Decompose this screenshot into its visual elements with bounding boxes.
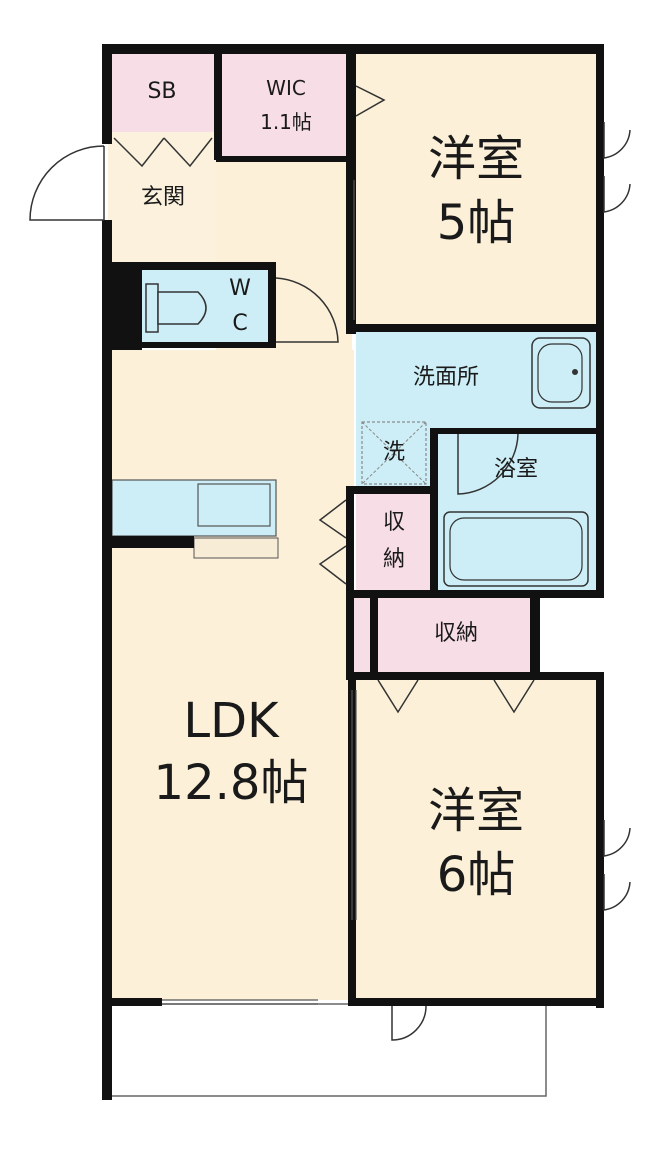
washer-pan [361, 421, 427, 485]
label-sentakuki: 洗 [382, 440, 405, 465]
sb-door-1 [113, 137, 165, 168]
wall-right-top [596, 44, 604, 594]
label-western-5: 洋室 [427, 131, 524, 187]
label-wic-area: 1.1帖 [260, 110, 312, 134]
wall-kitchen-stub [108, 536, 194, 548]
wall-sb-right [214, 52, 222, 160]
balcony-door [391, 1005, 427, 1041]
wic-door [355, 85, 386, 117]
sb-door-2 [163, 137, 213, 168]
label-ldk: LDK [183, 693, 279, 749]
wall-right-bottom [596, 674, 604, 1008]
balcony [107, 1003, 547, 1097]
western5-window-2 [603, 176, 631, 213]
kitchen-base [193, 537, 279, 559]
room-ldk [108, 350, 354, 1000]
wall-wc-left [108, 262, 142, 350]
shuno-door-1 [318, 499, 347, 539]
wall-bottom-left [102, 998, 162, 1006]
wash-basin-bowl [537, 343, 583, 403]
label-wc-c: C [232, 311, 248, 336]
bath-door [457, 433, 519, 495]
washer-area [356, 430, 432, 488]
wall-wc-top [112, 262, 276, 270]
label-genkan: 玄関 [140, 185, 185, 210]
label-shuno-wide: 収納 [433, 621, 478, 646]
room-western-6 [356, 678, 600, 1000]
label-yokushitsu: 浴室 [493, 457, 538, 482]
toilet-tank [145, 283, 159, 333]
label-wic: WIC [266, 76, 306, 100]
wall-shuno-right [530, 594, 540, 678]
label-shuno-small-bottom: 納 [382, 547, 405, 572]
wc-door [275, 277, 339, 343]
wall-western6-top [348, 672, 604, 680]
kitchen-counter [111, 479, 277, 537]
wall-wic-right [346, 44, 356, 334]
toilet-bowl [157, 291, 207, 325]
wall-bath-inner [436, 428, 604, 434]
room-shuno-small [356, 494, 432, 590]
wall-wash-mid [350, 486, 436, 494]
label-western-6-area: 6帖 [436, 847, 516, 903]
bathtub-inner [449, 517, 583, 581]
western6-window-2 [603, 874, 631, 911]
entrance-door [29, 145, 105, 221]
wall-wash-right [430, 428, 438, 592]
label-sb: SB [147, 79, 177, 104]
label-shuno-small-top: 収 [382, 510, 405, 535]
wall-bottom-right [348, 998, 604, 1006]
wall-left [102, 44, 112, 144]
wall-bath-top [350, 324, 604, 332]
kitchen-sink [197, 483, 271, 527]
wall-wic-bottom [216, 156, 354, 162]
label-western-6: 洋室 [427, 783, 524, 839]
wall-left-low [102, 220, 112, 1100]
bathtub [443, 511, 589, 587]
western6-closet-door-1 [377, 679, 419, 714]
label-ldk-area: 12.8帖 [153, 755, 309, 811]
basin-drain [572, 369, 578, 375]
wall-bath-bottom [350, 590, 604, 598]
label-wc-w: W [229, 276, 251, 301]
western5-window-1 [603, 122, 631, 159]
wall-wc-bottom [140, 342, 276, 348]
room-sb [108, 52, 216, 132]
room-shuno-wide [376, 598, 536, 674]
western6-window-1 [603, 820, 631, 857]
label-senmenjo: 洗面所 [412, 365, 479, 390]
label-western-5-area: 5帖 [436, 195, 516, 251]
wash-basin [531, 337, 591, 409]
wall-shuno-left [370, 594, 378, 678]
room-western-5 [356, 52, 596, 326]
shuno-door-2 [318, 545, 347, 585]
western6-closet-door-2 [493, 679, 535, 714]
wall-mid-vertical [346, 486, 354, 680]
wall-wc-right [268, 262, 276, 346]
room-wic [222, 52, 350, 160]
